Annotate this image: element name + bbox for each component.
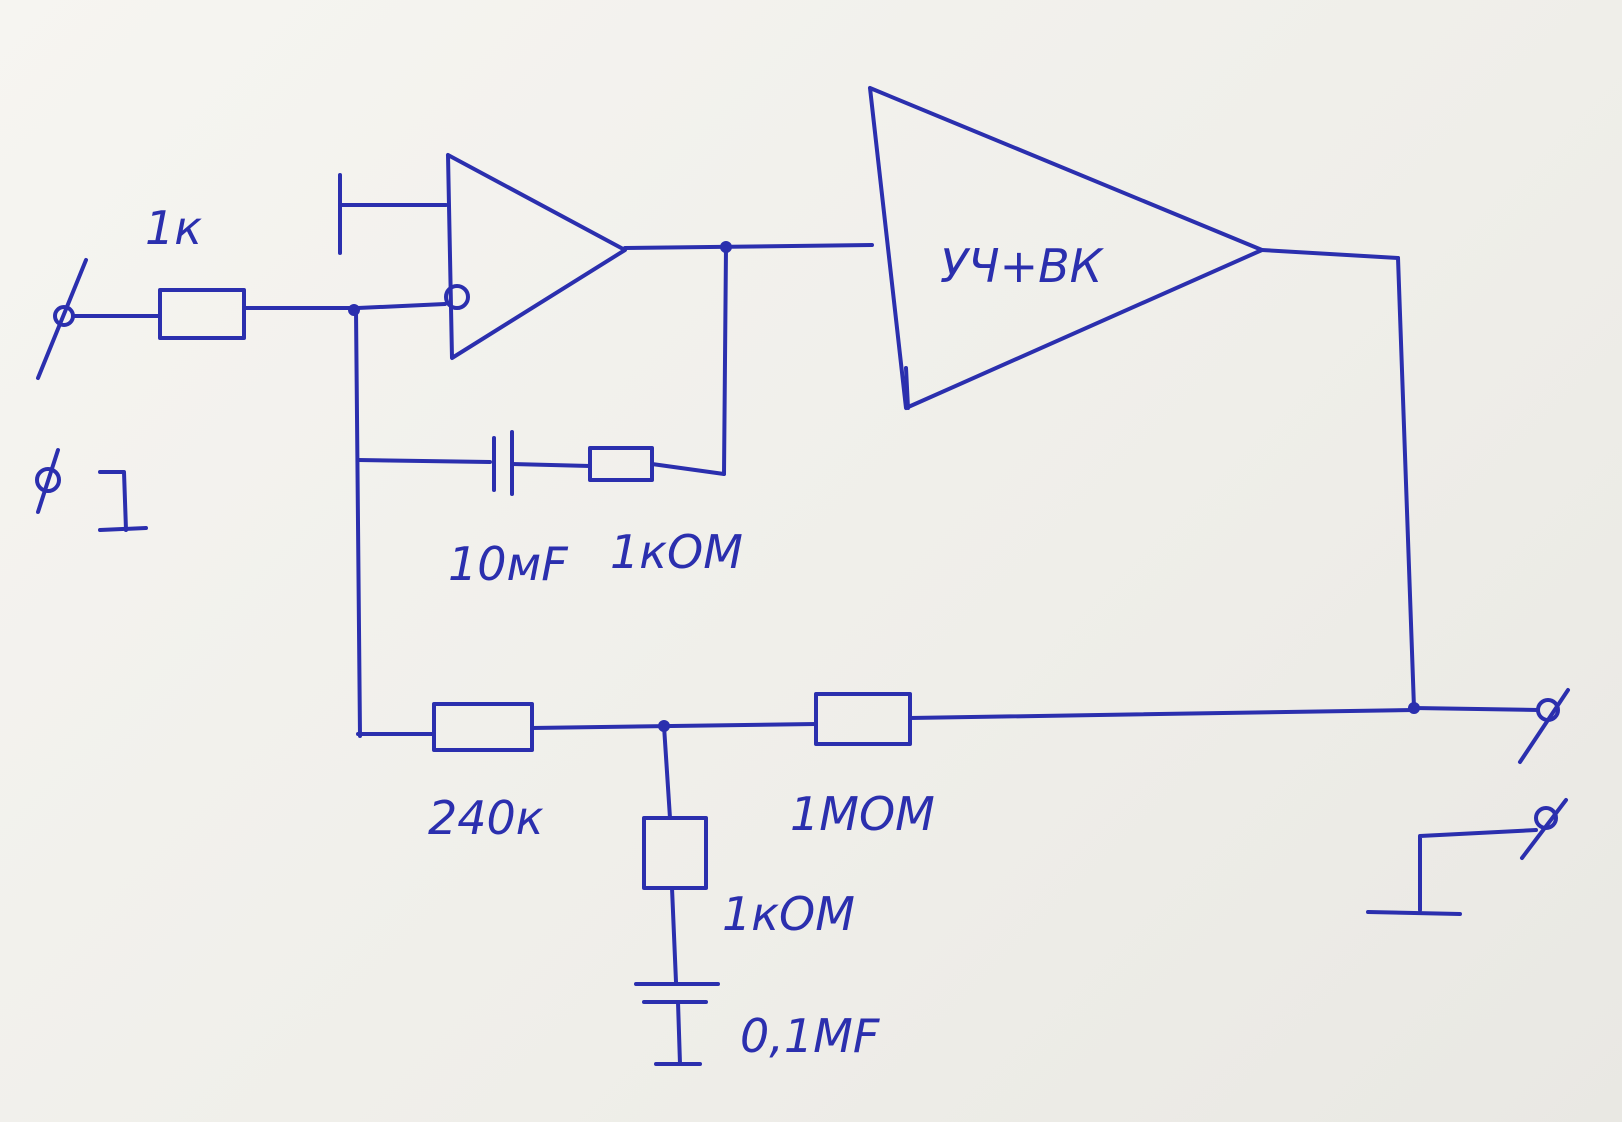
output-terminal — [1518, 688, 1570, 764]
resistor-1k — [158, 288, 246, 340]
label-resistor-240k: 240к — [428, 791, 544, 845]
label-input-resistor: 1к — [145, 201, 202, 255]
output-ground-symbol — [1366, 798, 1568, 916]
input-terminal — [36, 258, 88, 380]
ink-group — [35, 86, 1570, 1066]
feedback-right-wire — [722, 245, 728, 476]
output-wire — [1412, 706, 1540, 712]
label-capacitor-feedback: 10мF — [448, 537, 568, 591]
label-group: 1к УЧ+ВК 10мF 1кОМ 240к 1МОМ 1кОМ 0,1МF — [145, 201, 1105, 1063]
shunt-wire — [662, 724, 672, 820]
feedback-wire — [356, 458, 492, 464]
label-resistor-1mom: 1МОМ — [790, 787, 935, 841]
resistor-1kom-shunt — [642, 816, 708, 890]
capacitor-10mf — [492, 430, 514, 496]
input-ground-symbol — [35, 448, 148, 532]
capacitor-0-1mf — [634, 982, 720, 1066]
label-resistor-1kom-shunt: 1кОМ — [722, 887, 855, 941]
opamp1-output-wire — [623, 243, 874, 250]
label-amplifier-2: УЧ+ВК — [940, 239, 1105, 293]
bottom-mid-wire — [530, 722, 818, 730]
resistor-1kom-feedback — [588, 446, 654, 482]
label-capacitor-shunt: 0,1МF — [740, 1009, 880, 1063]
amplifier-2 — [868, 86, 1264, 410]
left-bus-wire — [354, 308, 362, 738]
right-bus-wire — [1396, 256, 1416, 710]
resistor-240k — [432, 702, 534, 752]
bottom-right-wire — [908, 708, 1416, 720]
resistor-1mom — [814, 692, 912, 746]
amp2-output-wire — [1260, 248, 1400, 260]
label-resistor-feedback: 1кОМ — [610, 525, 743, 579]
opamp-1 — [338, 153, 627, 360]
